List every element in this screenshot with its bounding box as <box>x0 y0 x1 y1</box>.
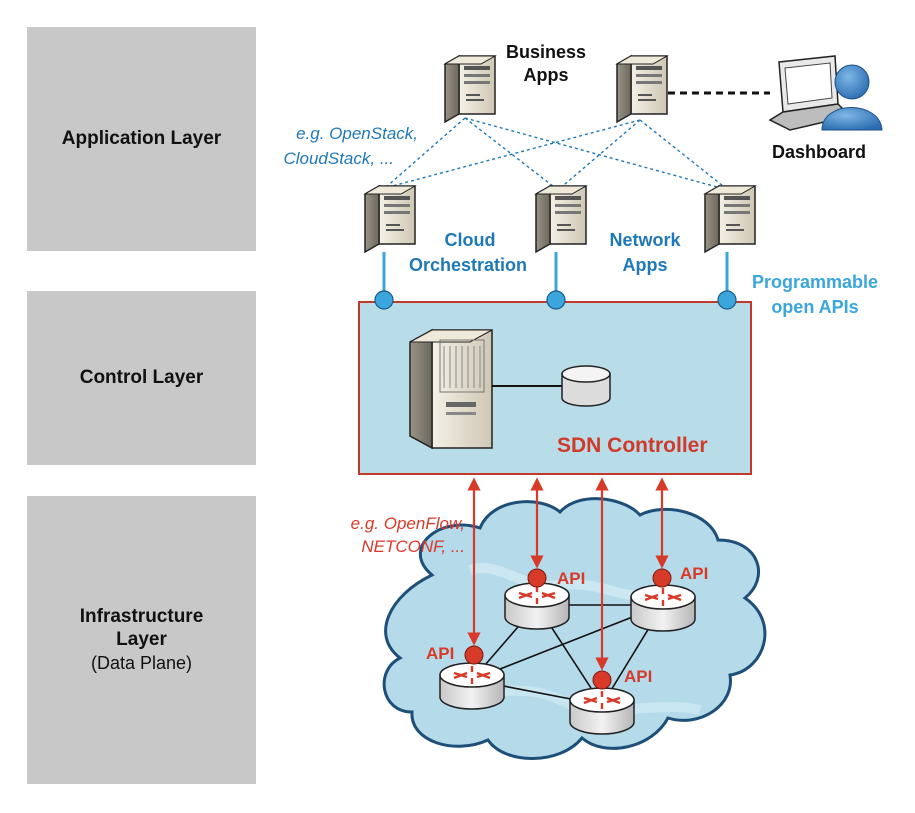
router-icon <box>568 686 636 736</box>
app-links <box>384 117 729 191</box>
orchestration-example-1: e.g. OpenStack, <box>296 124 418 143</box>
dashboard-label: Dashboard <box>772 142 866 162</box>
cloud-orchestration-label-2: Orchestration <box>409 255 527 275</box>
api-port-icon <box>546 290 566 310</box>
api-label: API <box>624 667 652 686</box>
business-apps-label-2: Apps <box>524 65 569 85</box>
control-layer-title: Control Layer <box>79 367 204 389</box>
api-label: API <box>426 644 454 663</box>
user-icon <box>821 64 883 131</box>
application-layer-title: Application Layer <box>61 128 222 150</box>
api-port-icon <box>527 568 547 588</box>
api-port-icon <box>717 290 737 310</box>
application-layer-box: Application Layer <box>27 27 256 251</box>
infrastructure-layer-title-1: Infrastructure <box>79 605 204 627</box>
database-icon <box>561 365 611 407</box>
server-icon <box>704 185 756 253</box>
api-port-icon <box>652 568 672 588</box>
business-apps-label-1: Business <box>506 42 586 62</box>
sdn-controller-label: SDN Controller <box>557 434 708 457</box>
infrastructure-layer-title-2: Layer <box>116 629 167 651</box>
server-icon <box>616 55 668 123</box>
protocol-example-2: NETCONF, ... <box>361 537 465 556</box>
control-layer-box: Control Layer <box>27 291 256 465</box>
programmable-apis-label-2: open APIs <box>771 297 858 317</box>
api-port-icon <box>592 670 612 690</box>
protocol-example-1: e.g. OpenFlow, <box>351 514 465 533</box>
infrastructure-layer-subtitle: (Data Plane) <box>90 653 193 674</box>
router-icon <box>629 583 697 633</box>
server-icon <box>444 55 496 123</box>
orchestration-example-2: CloudStack, ... <box>283 149 394 168</box>
network-apps-label-1: Network <box>609 230 681 250</box>
router-icon <box>438 661 506 711</box>
api-label: API <box>680 564 708 583</box>
router-icon <box>503 581 571 631</box>
programmable-apis-label-1: Programmable <box>752 272 878 292</box>
server-icon <box>364 185 416 253</box>
network-apps-label-2: Apps <box>623 255 668 275</box>
cloud-orchestration-label-1: Cloud <box>445 230 496 250</box>
server-icon <box>535 185 587 253</box>
api-port-icon <box>374 290 394 310</box>
api-port-icon <box>464 645 484 665</box>
api-label: API <box>557 569 585 588</box>
tower-server-icon <box>409 328 493 450</box>
laptop-icon <box>768 55 852 131</box>
infrastructure-layer-box: Infrastructure Layer (Data Plane) <box>27 496 256 784</box>
